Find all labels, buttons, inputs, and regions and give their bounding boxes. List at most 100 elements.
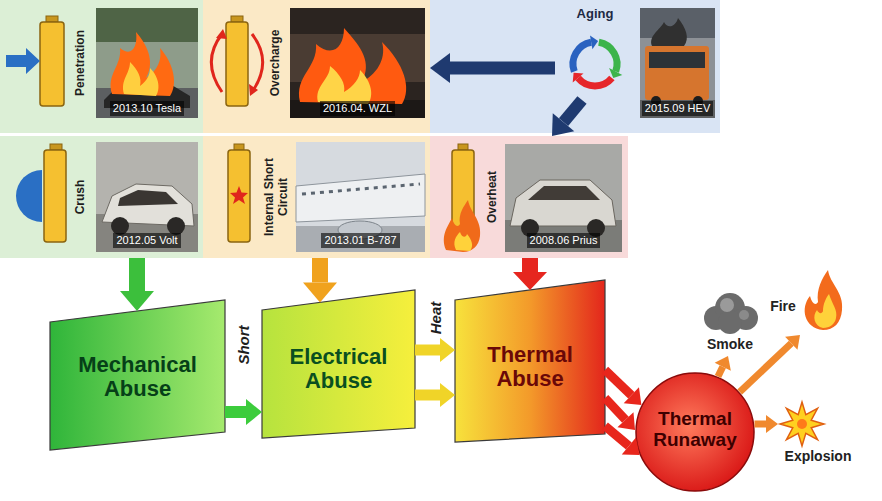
edge-label: Heat (427, 288, 444, 348)
photo-bus-fire (640, 8, 715, 118)
flow-arrow (605, 398, 635, 430)
crush-icon (16, 144, 66, 242)
hazard-panel: Penetration2013.10 Tesla (0, 0, 203, 133)
block-outline (455, 280, 605, 442)
photo-burnt-car (167, 217, 185, 235)
overcharge-icon (216, 29, 227, 39)
fire-flame (814, 294, 836, 328)
photo-burnt-car (102, 184, 194, 226)
abuse-cause: Internal Short Circuit (262, 157, 290, 237)
arrow-shaft (564, 100, 582, 122)
overheat-icon (458, 144, 468, 150)
overcharge-icon (212, 34, 223, 92)
penetration-icon (6, 16, 64, 106)
photo-bus-fire (645, 46, 709, 100)
arrow-head (440, 383, 455, 407)
photo-tesla-fire (96, 8, 198, 118)
aging-cycle-icon (573, 42, 591, 71)
edge-label: Short (235, 315, 252, 375)
abuse-cause: Crush (73, 144, 87, 250)
aging-cycle-icon (599, 42, 617, 71)
explosion-icon: Explosion (778, 402, 858, 466)
arrow-shaft (129, 258, 145, 291)
flow-arrow (605, 370, 641, 405)
photo-caption: 2015.09 HEV (642, 101, 713, 116)
photo-factory-fire (290, 8, 425, 118)
abuse-block: Mechanical Abuse (50, 300, 225, 450)
photo-caption: 2012.05 Volt (113, 233, 180, 248)
block-outline (50, 300, 225, 450)
arrow-head (120, 291, 154, 311)
block-label: Mechanical Abuse (73, 353, 203, 401)
arrow-shaft (415, 345, 440, 356)
photo-bus-fire (651, 18, 687, 46)
arrow-head (785, 335, 800, 350)
photo-bus-fire (640, 100, 715, 118)
overheat-icon (444, 200, 480, 252)
arrow-shaft (522, 258, 538, 272)
runaway-outline (636, 373, 754, 491)
arrow-head (766, 415, 778, 433)
photo-burnt-car (111, 217, 129, 235)
smoke-icon: Smoke (700, 292, 760, 356)
abuse-block: Electrical Abuse (262, 290, 415, 438)
photo-bus-fire (640, 8, 715, 118)
photo-burnt-car (118, 190, 178, 206)
explosion-burst (797, 419, 807, 429)
arrow-shaft (605, 370, 631, 395)
photo-factory-fire (290, 100, 425, 118)
block-label: Thermal Runaway (647, 408, 743, 450)
aging-cycle-icon (609, 68, 622, 78)
photo-tesla-fire (111, 32, 174, 96)
aging-cycle-icon (573, 35, 623, 86)
flow-arrow (120, 258, 154, 311)
photo-airliner (296, 174, 425, 222)
photo-caption: 2013.10 Tesla (110, 101, 184, 116)
block-outline (262, 290, 415, 438)
photo-airliner (296, 226, 425, 252)
aging-icon: Aging (555, 4, 635, 100)
smoke-cloud (718, 310, 742, 334)
arrow-shaft (450, 62, 555, 75)
short-circuit-icon (230, 186, 248, 204)
block-label: Thermal Abuse (465, 343, 595, 391)
photo-burnt-car (96, 214, 198, 252)
outcome-label: Fire (766, 298, 800, 315)
arrow-head (246, 399, 262, 425)
overcharge-icon (226, 22, 248, 106)
arrow-head (622, 438, 640, 455)
hazard-panel: 2015.09 HEV Aging (430, 0, 720, 133)
photo-airliner (338, 221, 382, 239)
photo-burnt-car (505, 144, 622, 252)
photo-tesla-fire (96, 88, 198, 118)
photo-bus-fire (649, 52, 705, 68)
runaway-circle: Thermal Runaway (635, 372, 755, 492)
fire-flame (805, 270, 843, 330)
arrow-head (303, 282, 337, 302)
overheat-icon (454, 232, 472, 251)
arrow-head (430, 53, 450, 83)
photo-caption: 2016.04. WZL (320, 101, 395, 116)
short-circuit-icon (228, 150, 250, 242)
flow-arrow (225, 399, 262, 425)
photo-factory-fire (317, 66, 371, 104)
fire-icon: Fire (766, 268, 846, 335)
arrow-head (552, 113, 574, 136)
short-circuit-icon (228, 144, 250, 242)
flow-arrow (740, 335, 800, 392)
hazard-panel: Overcharge2016.04. WZL (203, 0, 430, 133)
flow-arrow (605, 426, 640, 455)
arrow-head (513, 272, 547, 290)
photo-caption: 2008.06 Prius (527, 233, 601, 248)
abuse-block: Thermal Abuse (455, 280, 605, 442)
photo-burnt-car (587, 219, 605, 237)
arrow-shaft (225, 406, 246, 418)
photo-factory-fire (299, 28, 406, 104)
aging-cycle-icon (573, 73, 584, 83)
photo-burnt-car (510, 180, 616, 226)
arrow-shaft (415, 390, 440, 401)
crush-icon (16, 170, 42, 222)
smoke-cloud (739, 310, 749, 320)
aging-cycle-icon (578, 78, 612, 86)
